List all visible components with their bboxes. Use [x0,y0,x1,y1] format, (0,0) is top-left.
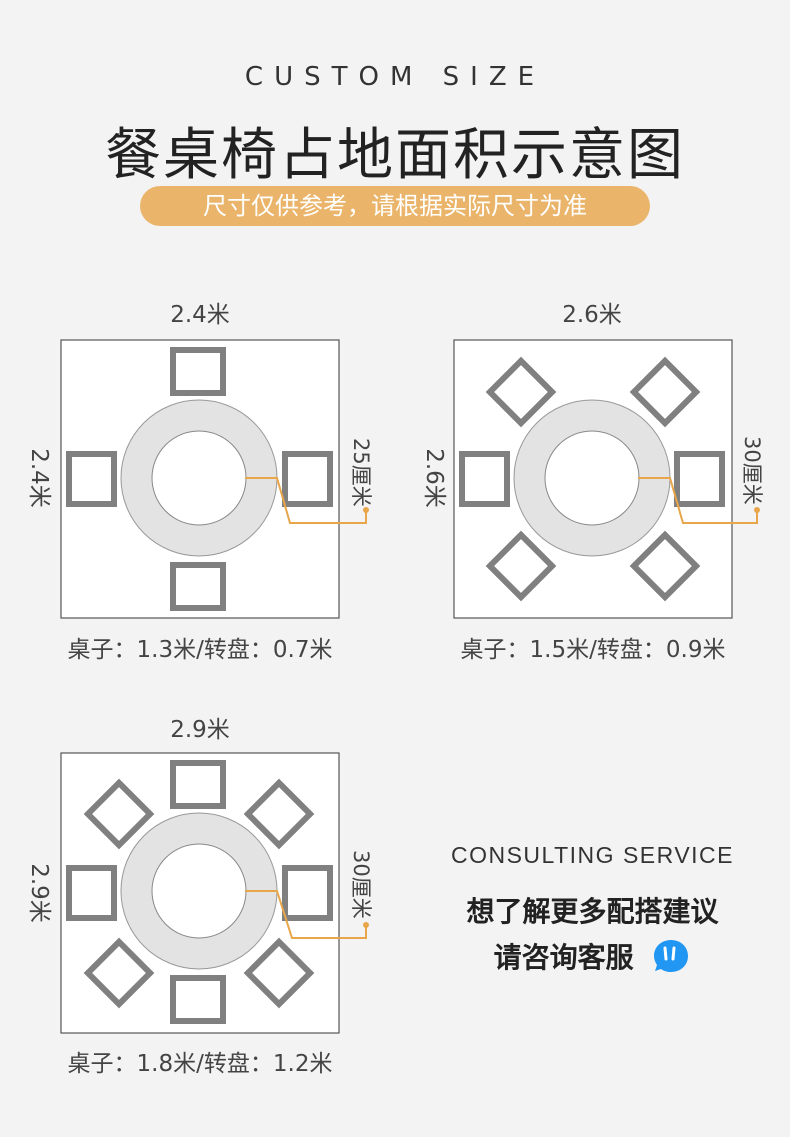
layout-diagram-6-seat: 2.6米 2.6米 30厘米 桌子：1.5米/转盘：0.9米 [421,302,764,663]
consulting-service-heading: CONSULTING SERVICE [450,842,735,868]
measure-dot [363,507,369,513]
advice-text: 想了解更多配搭建议 [466,895,719,928]
measure-dot [754,507,760,513]
chair [629,356,701,428]
clearance-label: 25厘米 [349,438,373,507]
chair [629,530,701,602]
page-title: 餐桌椅占地面积示意图 [105,123,685,188]
room-width-label: 2.4米 [170,302,230,328]
customer-service-row[interactable]: 请咨询客服 [425,936,760,976]
chair [83,937,155,1009]
room-height-label: 2.9米 [26,863,52,923]
room-width-label: 2.6米 [562,302,622,328]
chair [170,562,226,611]
table-spec-label: 桌子：1.5米/转盘：0.9米 [461,637,726,663]
chair [282,865,333,921]
custom-size-heading: CUSTOM SIZE [244,62,546,92]
table-spec-label: 桌子：1.3米/转盘：0.7米 [68,637,333,663]
lazy-susan [151,430,247,526]
chair [485,530,557,602]
chair [674,451,725,507]
chair [66,865,117,921]
chair [66,451,117,507]
measure-line [245,477,367,524]
chairs [66,347,333,611]
chair [243,937,315,1009]
chair [170,975,226,1024]
room-width-label: 2.9米 [170,717,230,743]
measure-line [245,890,367,939]
chair [170,347,226,396]
chair [243,778,315,850]
layout-diagram-8-seat: 2.9米 2.9米 30厘米 桌子：1.8米/转盘：1.2米 [26,717,373,1077]
reference-note-badge: 尺寸仅供参考，请根据实际尺寸为准 [140,186,650,226]
chair [170,760,226,809]
clearance-label: 30厘米 [740,436,764,505]
customer-service-text: 请咨询客服 [493,941,634,974]
measure-line [638,477,758,524]
room-height-label: 2.6米 [421,448,447,508]
layout-diagram-4-seat: 2.4米 2.4米 25厘米 桌子：1.3米/转盘：0.7米 [26,302,373,663]
table-spec-label: 桌子：1.8米/转盘：1.2米 [68,1051,333,1077]
chairs [66,760,333,1024]
chair [459,451,510,507]
chat-bubble-icon[interactable] [651,937,691,975]
chairs [459,356,725,602]
chair [485,356,557,428]
clearance-label: 30厘米 [349,850,373,919]
chair [83,778,155,850]
room-height-label: 2.4米 [26,448,52,508]
chair [282,451,333,507]
measure-dot [363,922,369,928]
lazy-susan [151,843,247,939]
lazy-susan [544,430,640,526]
